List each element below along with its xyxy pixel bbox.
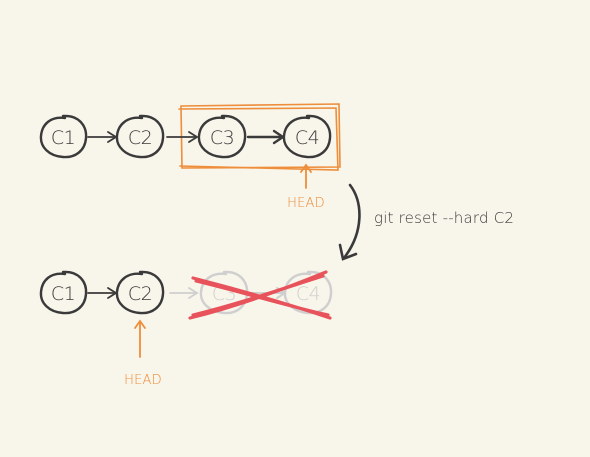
before-commit-c3-label: C3 [210,127,234,149]
after-arrow-c2-c3-faded [169,287,199,299]
after-head-label: HEAD [124,373,162,388]
before-commit-c1-label: C1 [51,127,75,149]
after-graph: C1 C2 C3 C4 [39,270,333,388]
before-arrow-c2-c3 [166,131,199,143]
after-head-arrow-icon [134,319,146,358]
before-head-pointer: HEAD [287,163,325,211]
after-commit-c2-label: C2 [128,283,152,305]
before-commit-c2-label: C2 [128,127,152,149]
before-arrow-c3-c4 [246,129,286,145]
before-head-label: HEAD [287,196,325,211]
after-commit-c2: C2 [115,270,165,315]
after-arrow-c1-c2 [87,287,118,299]
reset-command: git reset --hard C2 [338,183,514,261]
before-head-arrow-icon [300,163,312,189]
before-graph: C1 C2 C3 C4 HEAD [39,103,341,211]
highlight-box [178,103,341,171]
before-commit-c4-label: C4 [295,127,319,149]
command-label: git reset --hard C2 [374,209,514,227]
discarded-commits: C3 C4 [169,270,333,315]
before-commit-c1: C1 [39,114,88,159]
before-commit-c4: C4 [282,114,332,159]
curved-arrow-icon [338,183,361,261]
after-commit-c1-label: C1 [51,283,75,305]
after-commit-c4: C4 [283,270,333,315]
before-commit-c2: C2 [115,114,165,159]
cross-out-icon [188,270,332,320]
after-commit-c4-label: C4 [296,283,320,305]
after-commit-c1: C1 [39,270,88,315]
after-head-pointer: HEAD [124,319,162,388]
before-arrow-c1-c2 [87,131,118,143]
before-commit-c3: C3 [197,114,247,159]
